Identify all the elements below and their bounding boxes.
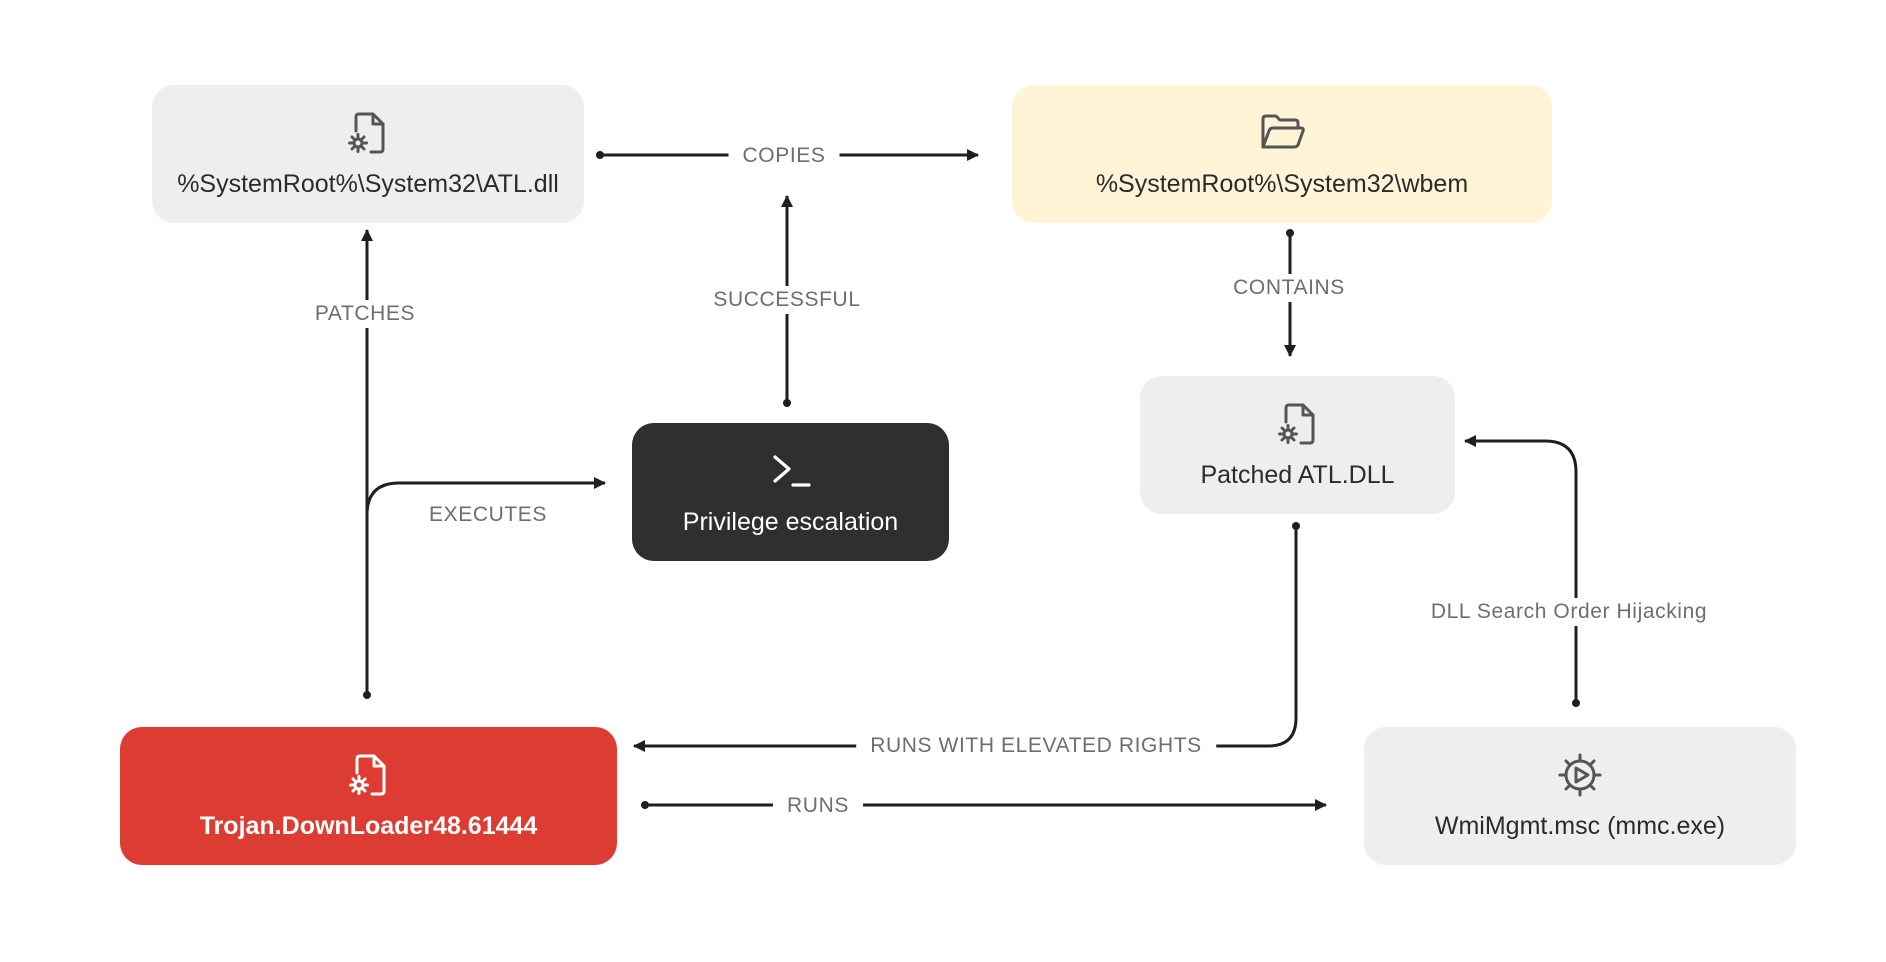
edge-label-hijacking: DLL Search Order Hijacking xyxy=(1416,598,1722,626)
edge-contains-dot xyxy=(1286,229,1294,237)
edge-elevated xyxy=(633,526,1298,752)
node-label: WmiMgmt.msc (mmc.exe) xyxy=(1434,812,1726,840)
node-label: Trojan.DownLoader48.61444 xyxy=(199,812,538,840)
node-label: %SystemRoot%\System32\ATL.dll xyxy=(177,170,559,198)
edge-patches-dot xyxy=(363,691,371,699)
file-gear-icon xyxy=(348,112,385,154)
node-label: %SystemRoot%\System32\wbem xyxy=(1095,170,1469,198)
node-label: Patched ATL.DLL xyxy=(1200,461,1395,489)
edge-label-copies: COPIES xyxy=(728,142,840,170)
edge-label-contains: CONTAINS xyxy=(1219,274,1359,302)
node-label: Privilege escalation xyxy=(682,508,899,536)
node-wbem: %SystemRoot%\System32\wbem xyxy=(1012,85,1552,223)
edge-runs-dot xyxy=(641,801,649,809)
edge-executes xyxy=(365,477,606,516)
edge-successful-dot xyxy=(783,399,791,407)
node-trojan: Trojan.DownLoader48.61444 xyxy=(120,727,617,865)
edge-label-executes: EXECUTES xyxy=(415,501,561,529)
edge-label-elevated: RUNS WITH ELEVATED RIGHTS xyxy=(856,732,1216,760)
file-gear-icon xyxy=(348,754,385,796)
terminal-icon xyxy=(772,455,811,487)
edge-hijacking xyxy=(1464,435,1578,703)
node-wmimgmt: WmiMgmt.msc (mmc.exe) xyxy=(1364,727,1796,865)
file-gear-icon xyxy=(1277,403,1314,445)
edge-elevated-dot xyxy=(1292,522,1300,530)
node-patched-atl: Patched ATL.DLL xyxy=(1140,376,1455,514)
edge-copies-dot xyxy=(596,151,604,159)
edge-label-runs: RUNS xyxy=(773,792,863,820)
edge-label-successful: SUCCESSFUL xyxy=(699,286,875,314)
node-privilege-escalation: Privilege escalation xyxy=(632,423,949,561)
node-atl-dll: %SystemRoot%\System32\ATL.dll xyxy=(152,85,584,223)
edge-hijacking-dot xyxy=(1572,699,1580,707)
gear-play-icon xyxy=(1558,753,1602,797)
edge-label-patches: PATCHES xyxy=(300,300,430,328)
folder-open-icon xyxy=(1261,114,1305,149)
